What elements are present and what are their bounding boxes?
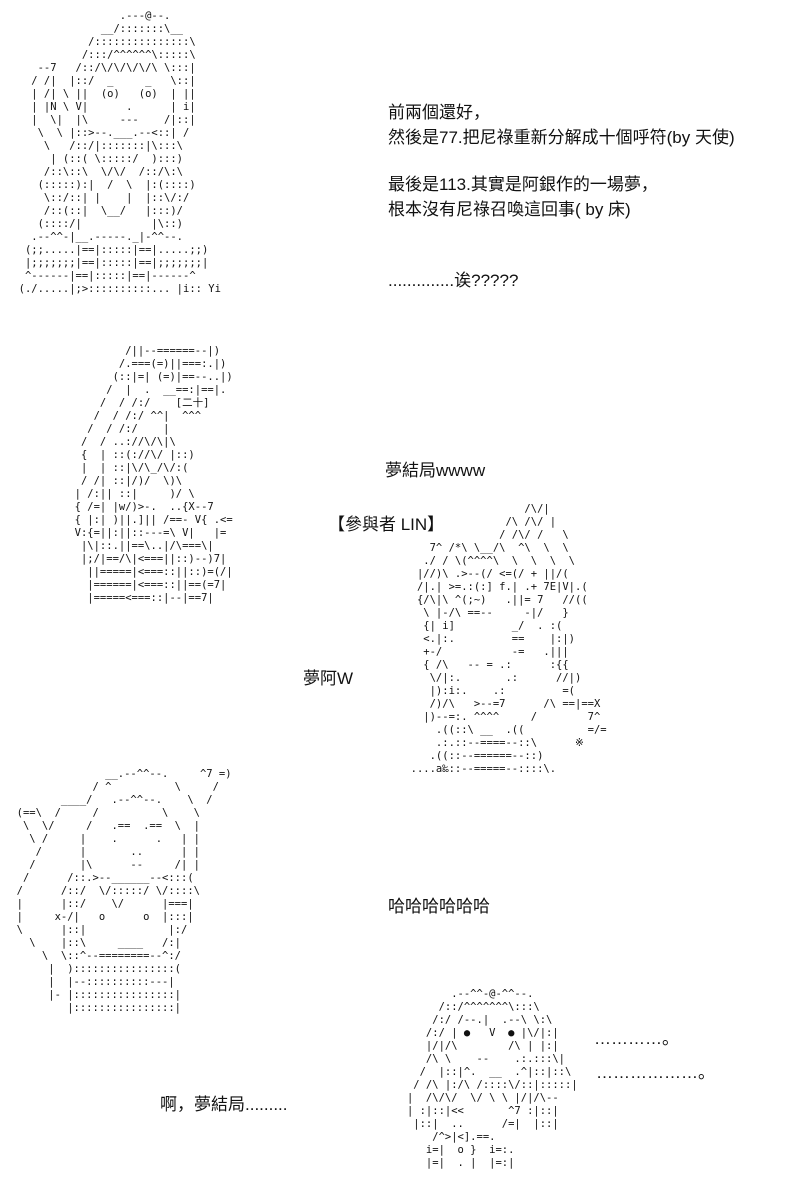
ascii-art-character-4: __.--^^--. ^7 =) / ^ \ / ____/ .--^^--. … [16,768,232,1014]
dialogue-dream-a: 夢阿W [303,669,354,688]
dialogue-line-2: 然後是77.把尼祿重新分解成十個呼符(by 天使) [388,128,735,147]
dialogue-dots-2: ………………。 [596,1063,715,1082]
dialogue-line-3: 最後是113.其實是阿銀作的一場夢， [388,175,658,194]
ascii-art-character-3: /\/| /\ /\/ | / /\/ / \ 7^ /*\ \__/\ ^\ … [410,503,607,775]
dialogue-paragraph-1: 前兩個還好， 然後是77.把尼祿重新分解成十個呼符(by 天使) [388,100,735,150]
dialogue-line-4: 根本沒有尼祿召喚這回事( by 床) [388,200,631,219]
participant-label: 【參與者 LIN】 [328,515,445,534]
dialogue-eh: ..............诶????? [388,271,519,290]
dialogue-haha: 哈哈哈哈哈哈 [388,897,490,916]
ascii-art-character-1: .---@--. __/:::::::\__ /:::::::::::::::\… [18,10,221,295]
dialogue-dream-ending: 夢結局wwww [385,461,486,480]
ascii-art-character-2: /||--======--|) /.===(=)||===:.|) (::|=|… [74,345,233,604]
dialogue-ah-dream: 啊，夢結局......... [160,1095,288,1114]
dialogue-dots-1: …………。 [594,1029,679,1048]
ascii-art-character-5: .--^^-@-^^--. /::/^^^^^^^\:::\ /:/ /--.|… [406,988,578,1169]
dialogue-line-1: 前兩個還好， [388,103,490,122]
dialogue-paragraph-2: 最後是113.其實是阿銀作的一場夢， 根本沒有尼祿召喚這回事( by 床) [388,172,658,222]
